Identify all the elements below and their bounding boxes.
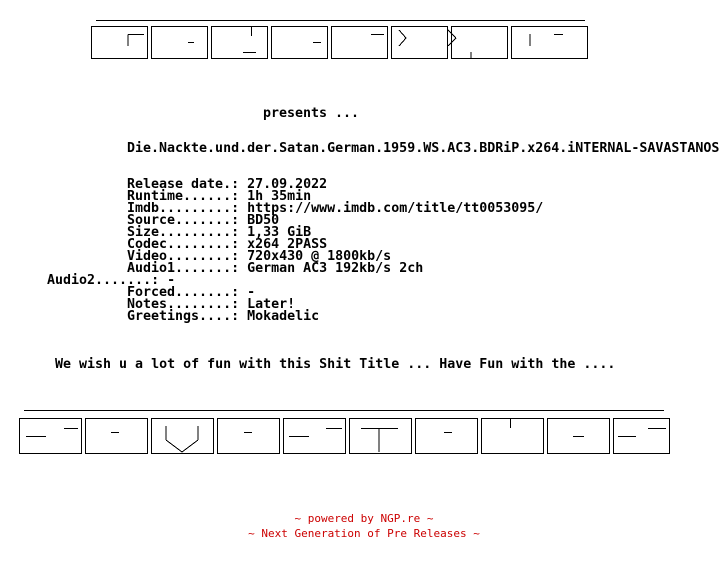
info-value: https://www.imdb.com/title/tt0053095/ [247,201,544,216]
footer-tagline: ~ Next Generation of Pre Releases ~ [248,527,480,540]
info-row: Codec........: x264 2PASS [127,237,328,252]
info-row: Source.......: BD50 [127,213,280,228]
info-row: Audio2.......: - [47,273,176,288]
info-label: Forced.......: [127,285,240,300]
info-value: BD50 [247,213,280,228]
info-row: Audio1.......: German AC3 192kb/s 2ch [127,261,424,276]
info-value: x264 2PASS [247,237,328,252]
info-label: Size.........: [127,225,240,240]
info-row: Imdb.........: https://www.imdb.com/titl… [127,201,544,216]
info-value: - [247,285,256,300]
info-value: German AC3 192kb/s 2ch [247,261,424,276]
info-label: Runtime......: [127,189,240,204]
wish-line: We wish u a lot of fun with this Shit Ti… [55,357,616,372]
info-row: Notes........: Later! [127,297,296,312]
info-row: Forced.......: - [127,285,256,300]
info-label: Greetings....: [127,309,240,324]
info-label: Imdb.........: [127,201,240,216]
info-row: Size.........: 1,33 GiB [127,225,312,240]
info-label: Release date.: [127,177,240,192]
info-value: - [167,273,176,288]
info-label: Codec........: [127,237,240,252]
logo-gomorrha-art [91,20,588,59]
presents-text: presents ... [263,106,360,121]
info-value: 1,33 GiB [247,225,312,240]
info-row: Release date.: 27.09.2022 [127,177,328,192]
logo-savastanos-art [19,410,670,454]
footer-powered-by: ~ powered by NGP.re ~ [294,512,434,525]
info-row: Runtime......: 1h 35min [127,189,312,204]
info-value: 1h 35min [247,189,312,204]
release-name: Die.Nackte.und.der.Satan.German.1959.WS.… [127,141,720,156]
info-value: 720x430 @ 1800kb/s [247,249,392,264]
logo-savastanos [16,410,671,458]
info-value: Mokadelic [247,309,320,324]
info-row: Greetings....: Mokadelic [127,309,320,324]
info-label: Video........: [127,249,240,264]
info-value: 27.09.2022 [247,177,328,192]
info-value: Later! [247,297,296,312]
info-label: Notes........: [127,297,240,312]
logo-gomorrha [88,20,593,62]
info-label: Audio2.......: [47,273,160,288]
info-label: Source.......: [127,213,240,228]
info-label: Audio1.......: [127,261,240,276]
info-row: Video........: 720x430 @ 1800kb/s [127,249,392,264]
